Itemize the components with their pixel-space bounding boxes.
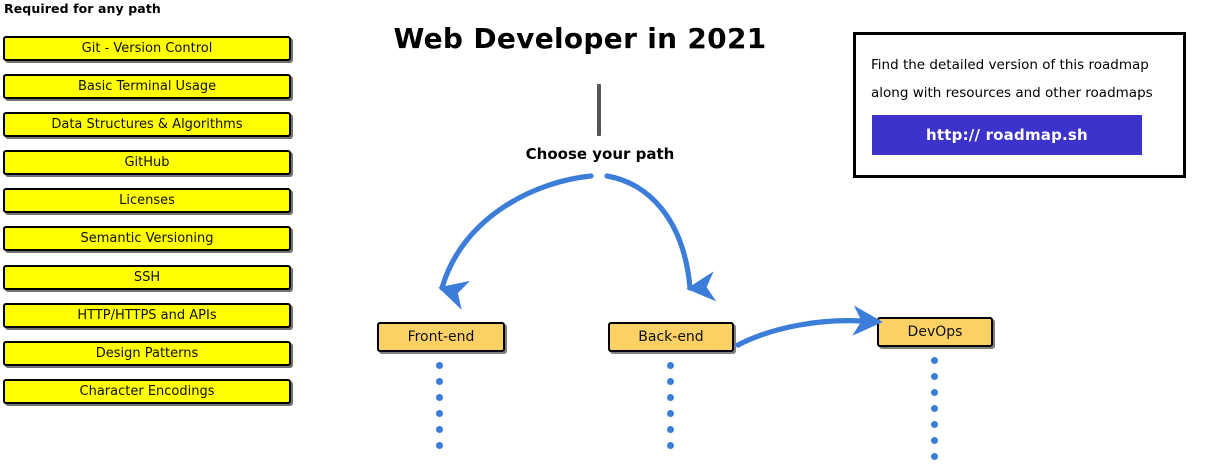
path-box-back-end[interactable]: Back-end xyxy=(608,322,734,352)
required-item-licenses[interactable]: Licenses xyxy=(3,188,291,214)
branch-arrows xyxy=(438,173,717,310)
page-title: Web Developer in 2021 xyxy=(393,22,767,55)
roadmap-url-button[interactable]: http:// roadmap.sh xyxy=(872,115,1142,155)
trail-dot xyxy=(667,410,674,417)
trail-dot xyxy=(931,389,938,396)
trail-dot xyxy=(436,410,443,417)
roadmap-callout-box: Find the detailed version of this roadma… xyxy=(853,32,1186,178)
roadmap-url-label: http:// roadmap.sh xyxy=(926,126,1088,144)
title-stem-line xyxy=(597,84,601,136)
required-item-label: SSH xyxy=(133,269,161,285)
callout-text-line-2: along with resources and other roadmaps xyxy=(871,85,1153,101)
required-item-character-encodings[interactable]: Character Encodings xyxy=(3,378,291,404)
dotted-trail-back-end xyxy=(667,362,674,458)
required-item-label: Git - Version Control xyxy=(81,41,213,56)
trail-dot xyxy=(436,378,443,385)
required-item-label: HTTP/HTTPS and APIs xyxy=(77,307,217,323)
required-item-semantic-versioning[interactable]: Semantic Versioning xyxy=(3,226,291,252)
trail-dot xyxy=(436,426,443,433)
required-item-http-apis[interactable]: HTTP/HTTPS and APIs xyxy=(3,302,291,328)
required-item-ssh[interactable]: SSH xyxy=(3,264,291,290)
required-for-any-path-section: Required for any path Git - Version Cont… xyxy=(0,0,300,436)
branch-arrow-left xyxy=(438,173,594,310)
callout-text-line-1: Find the detailed version of this roadma… xyxy=(871,57,1149,73)
dotted-trail-devops xyxy=(931,357,938,469)
trail-dot xyxy=(436,394,443,401)
required-item-label: Character Encodings xyxy=(79,383,215,399)
required-item-label: Semantic Versioning xyxy=(80,231,214,247)
trail-dot xyxy=(931,357,938,364)
required-item-label: Data Structures & Algorithms xyxy=(51,117,243,133)
choose-your-path-label: Choose your path xyxy=(525,145,675,163)
required-item-github[interactable]: GitHub xyxy=(3,150,291,176)
branch-arrow-right xyxy=(604,173,717,302)
required-item-terminal[interactable]: Basic Terminal Usage xyxy=(3,74,291,100)
trail-dot xyxy=(931,373,938,380)
trail-dot xyxy=(667,362,674,369)
path-box-front-end[interactable]: Front-end xyxy=(377,322,505,352)
path-box-label: DevOps xyxy=(907,324,963,340)
roadmap-center-section: Web Developer in 2021 Choose your path xyxy=(300,0,860,436)
path-box-devops[interactable]: DevOps xyxy=(877,317,993,347)
arrow-backend-to-devops xyxy=(735,305,883,348)
required-item-label: Basic Terminal Usage xyxy=(77,79,217,95)
required-item-git[interactable]: Git - Version Control xyxy=(3,36,291,61)
required-item-label: GitHub xyxy=(124,155,170,171)
required-item-label: Design Patterns xyxy=(95,345,199,361)
trail-dot xyxy=(667,394,674,401)
trail-dot xyxy=(667,442,674,449)
trail-dot xyxy=(931,437,938,444)
required-item-label: Licenses xyxy=(119,193,175,209)
required-item-design-patterns[interactable]: Design Patterns xyxy=(3,340,291,366)
trail-dot xyxy=(931,453,938,460)
trail-dot xyxy=(667,426,674,433)
path-box-label: Front-end xyxy=(407,329,475,345)
trail-dot xyxy=(436,442,443,449)
required-item-data-structures[interactable]: Data Structures & Algorithms xyxy=(3,112,291,138)
trail-dot xyxy=(436,362,443,369)
trail-dot xyxy=(931,421,938,428)
path-box-label: Back-end xyxy=(638,329,704,345)
required-items-list: Git - Version Control Basic Terminal Usa… xyxy=(3,36,291,417)
trail-dot xyxy=(931,405,938,412)
dotted-trail-front-end xyxy=(436,362,443,458)
trail-dot xyxy=(667,378,674,385)
required-section-heading: Required for any path xyxy=(4,1,161,16)
